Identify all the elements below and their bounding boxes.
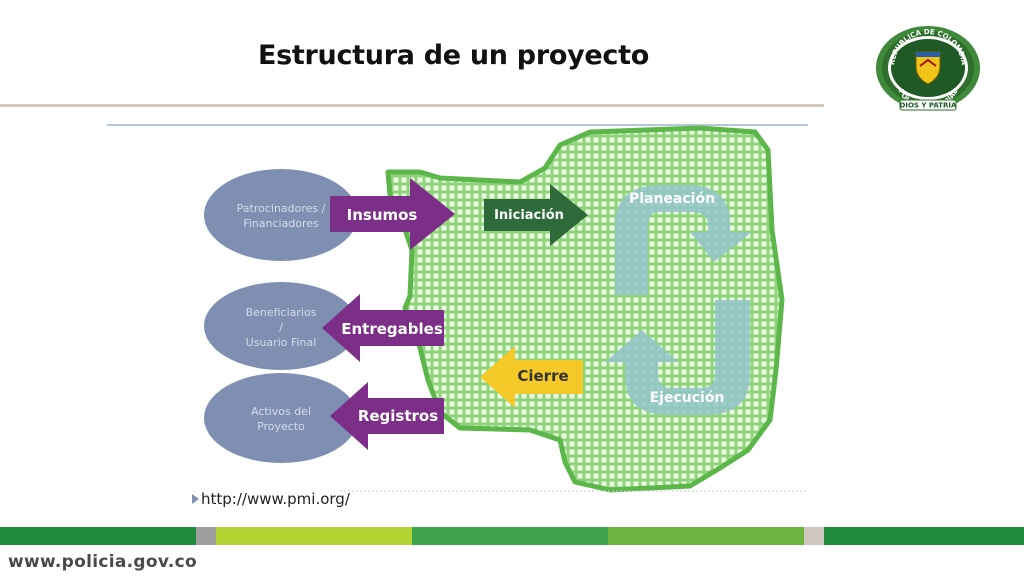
assets-label-1: Activos del <box>251 405 311 418</box>
entregables-label: Entregables <box>341 320 443 338</box>
footer-band-segment <box>412 527 608 545</box>
sponsors-label-2: Financiadores <box>243 217 319 230</box>
beneficiaries-label-2: / <box>279 321 283 334</box>
footer-band-segment <box>0 527 196 545</box>
entregables-arrow <box>322 294 444 362</box>
footer-band-segment <box>196 527 216 545</box>
footer-band-segment <box>804 527 824 545</box>
iniciacion-arrow <box>484 184 588 246</box>
beneficiaries-label-3: Usuario Final <box>246 336 317 349</box>
source-link[interactable]: http://www.pmi.org/ <box>201 490 350 508</box>
beneficiaries-label-1: Beneficiarios <box>246 306 317 319</box>
stakeholder-sponsors <box>204 169 358 261</box>
iniciacion-label: Iniciación <box>494 208 564 223</box>
insumos-arrow <box>330 178 455 250</box>
footer-color-band <box>0 527 1024 545</box>
footer-band-segment <box>216 527 412 545</box>
stakeholder-beneficiaries <box>204 282 358 370</box>
source-bullet-icon <box>192 494 199 504</box>
title-divider <box>0 104 824 107</box>
planeacion-arrow <box>615 185 752 295</box>
footer-website[interactable]: www.policia.gov.co <box>8 552 197 572</box>
insumos-label: Insumos <box>347 206 418 224</box>
stakeholder-assets <box>204 373 358 463</box>
footer-band-segment <box>608 527 804 545</box>
cierre-arrow <box>480 346 583 408</box>
page-title: Estructura de un proyecto <box>258 40 649 71</box>
ejecucion-arrow <box>605 300 750 415</box>
logo-motto: DIOS Y PATRIA <box>900 102 957 110</box>
registros-arrow <box>330 382 444 450</box>
cierre-label: Cierre <box>517 367 568 385</box>
assets-label-2: Proyecto <box>257 420 305 433</box>
footer-band-segment <box>824 527 1024 545</box>
ejecucion-label: Ejecución <box>650 390 725 406</box>
sponsors-label-1: Patrocinadores / <box>237 202 326 215</box>
planeacion-label: Planeación <box>629 191 715 207</box>
diagram-top-rule <box>107 124 808 126</box>
policia-nacional-logo: REPUBLICA DE COLOMBIA POLICIA NACIONAL D… <box>876 26 980 112</box>
registros-label: Registros <box>358 407 438 425</box>
